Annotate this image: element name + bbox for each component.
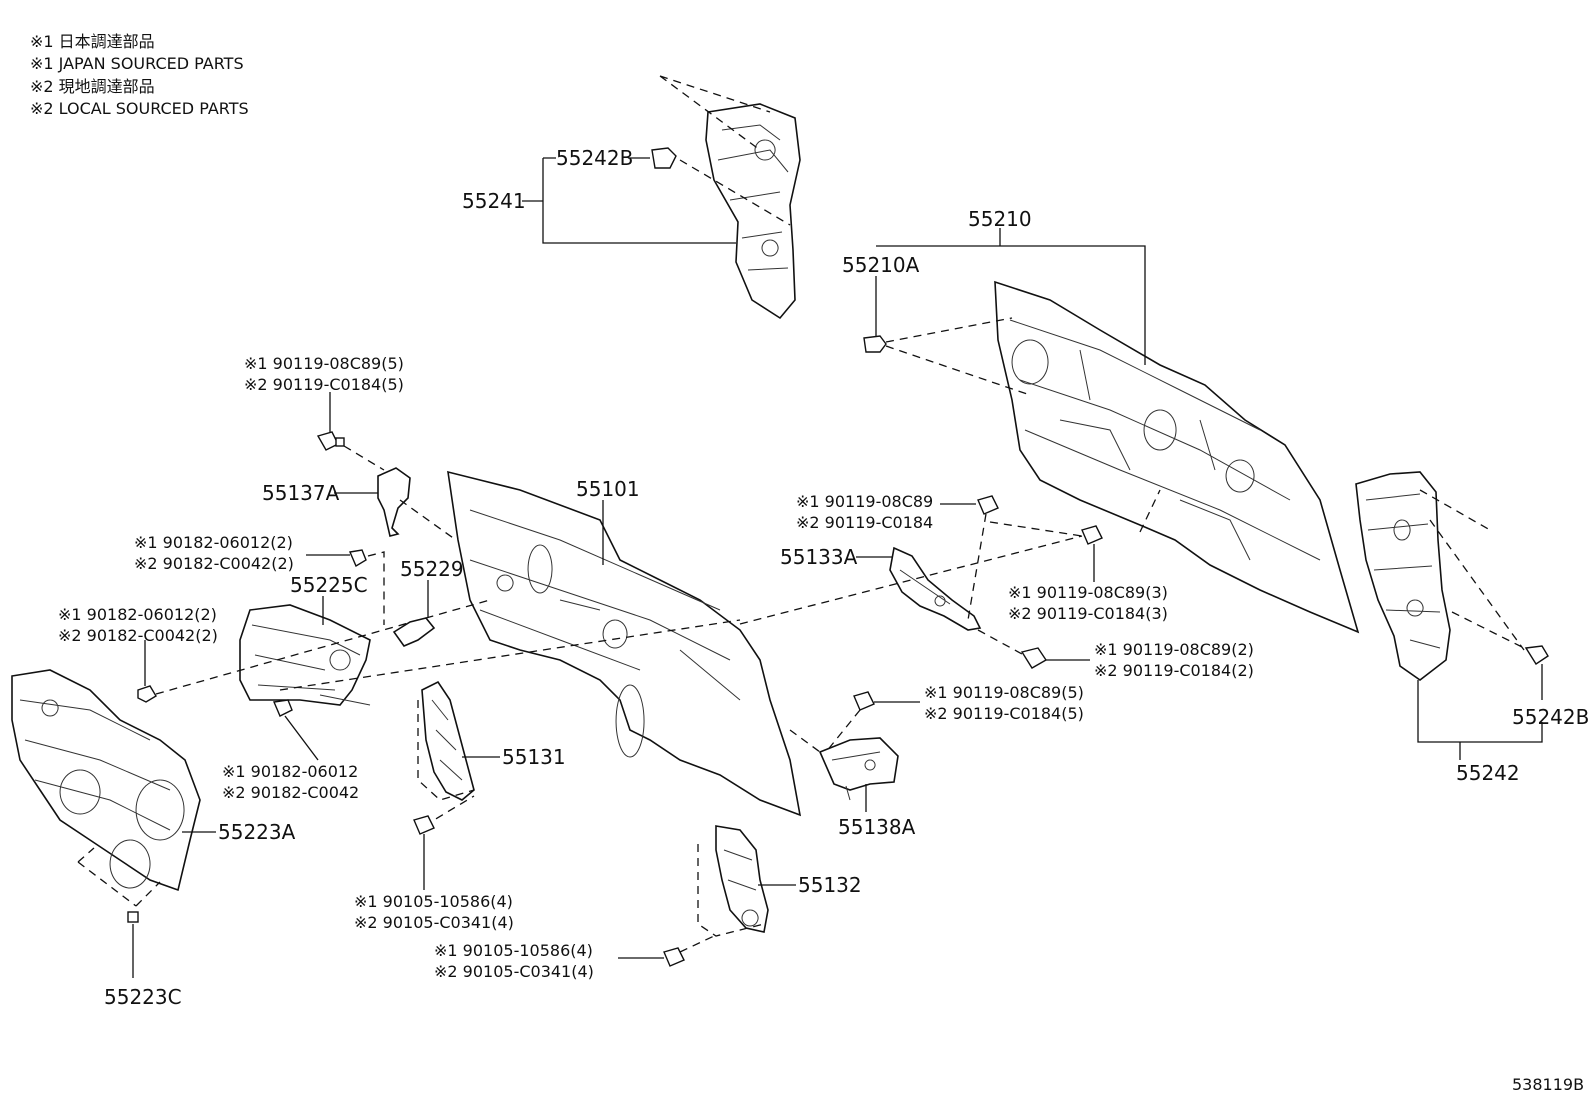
dashed-guide [885,317,1161,533]
label-55241: 55241 [462,189,526,213]
dashed-guide [977,629,1023,655]
callout-c9b: ※2 90105-C0341(4) [354,913,514,932]
nut-90182-upper [349,549,367,568]
label-55210: 55210 [968,207,1032,231]
dashed-guide [417,700,475,827]
callout-c2b: ※2 90182-C0042(2) [134,554,294,573]
legend-line-2: ※1 JAPAN SOURCED PARTS [30,54,244,73]
callout-c7a: ※1 90119-08C89(2) [1094,640,1254,659]
callout-c1b: ※2 90119-C0184(5) [244,375,404,394]
legend-line-3: ※2 現地調達部品 [30,77,155,96]
label-55101: 55101 [576,477,640,501]
label-55229: 55229 [400,557,464,581]
leader-nut-90182-center [284,715,319,761]
diagram-reference-code: 538119B [1512,1075,1584,1094]
callout-c2a: ※1 90182-06012(2) [134,533,293,552]
label-55223A: 55223A [218,820,296,844]
leader-55241 [522,157,736,244]
part-55229-shape [392,617,436,647]
legend-line-4: ※2 LOCAL SOURCED PARTS [30,99,249,118]
dashed-guide [343,445,457,541]
callout-c3b: ※2 90182-C0042(2) [58,626,218,645]
label-55225C: 55225C [290,573,368,597]
callout-c5b: ※2 90119-C0184 [796,513,933,532]
part-55131-shape [421,680,475,801]
label-55137A: 55137A [262,481,340,505]
bolt-90105-left [413,815,435,835]
bolt-90119-right-3 [1081,525,1103,545]
dashed-guide [679,844,765,953]
dashed-guide [659,75,791,226]
part-55225C-shape [239,604,371,706]
label-55210A: 55210A [842,253,920,277]
label-55242B-top: 55242B [556,146,633,170]
legend-line-1: ※1 日本調達部品 [30,32,155,51]
part-55138A-shape [818,737,899,801]
part-55133A-shape [889,546,982,631]
clip-55242B-right [1524,645,1549,665]
dashed-guide [789,709,861,753]
callout-c9a: ※1 90105-10586(4) [354,892,513,911]
nut-90182-left [137,685,157,703]
callout-c6a: ※1 90119-08C89(3) [1008,583,1168,602]
callout-c1a: ※1 90119-08C89(5) [244,354,404,373]
callout-c10b: ※2 90105-C0341(4) [434,962,594,981]
label-55242B-right: 55242B [1512,705,1589,729]
label-55242: 55242 [1456,761,1520,785]
bolt-90119-right-2 [1020,647,1047,669]
part-55210-shape [994,280,1360,634]
bolt-90119-center [977,495,999,515]
callout-c10a: ※1 90105-10586(4) [434,941,593,960]
callout-c4b: ※2 90182-C0042 [222,783,359,802]
part-55241-shape [705,103,801,320]
dashed-guide [77,847,161,907]
bolt-90105-right [663,947,685,967]
clip-55242B-top [651,147,677,169]
callout-c5a: ※1 90119-08C89 [796,492,933,511]
part-55137A-shape [377,467,411,537]
leader-55242 [1417,680,1543,760]
dashed-guide [1419,489,1525,651]
legend: ※1 日本調達部品 ※1 JAPAN SOURCED PARTS ※2 現地調達… [30,32,249,118]
part-55101-shape [447,470,802,817]
callout-c8b: ※2 90119-C0184(5) [924,704,1084,723]
clip-55210A [863,335,887,353]
callout-c7b: ※2 90119-C0184(2) [1094,661,1254,680]
label-55138A: 55138A [838,815,916,839]
leader-55210 [876,228,1146,365]
part-55242-shape [1355,471,1451,681]
part-55223A-shape [11,669,201,892]
bolt-90119-lower [853,691,875,711]
callout-c8a: ※1 90119-08C89(5) [924,683,1084,702]
dashed-guide [739,513,1083,625]
label-55131: 55131 [502,745,566,769]
callout-c4a: ※1 90182-06012 [222,762,358,781]
label-55132: 55132 [798,873,862,897]
callout-c6b: ※2 90119-C0184(3) [1008,604,1168,623]
label-55223C: 55223C [104,985,182,1009]
part-55223C-shape [127,911,139,923]
callout-c3a: ※1 90182-06012(2) [58,605,217,624]
label-55133A: 55133A [780,545,858,569]
bolt-90119-upper-left [316,431,345,451]
dashed-guide [155,551,741,695]
nut-90182-center [272,699,293,717]
part-55132-shape [715,825,769,933]
